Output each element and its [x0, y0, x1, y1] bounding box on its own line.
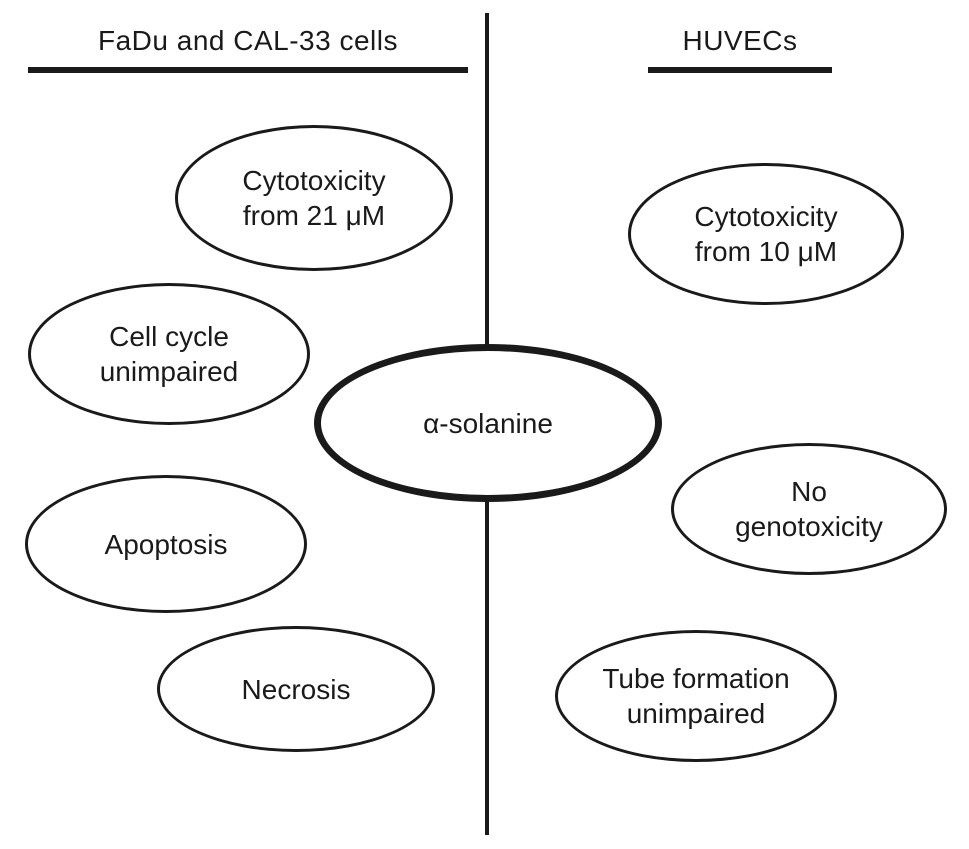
node-cell-cycle-unimpaired: Cell cycle unimpaired — [28, 283, 310, 425]
node-necrosis: Necrosis — [157, 626, 435, 752]
node-alpha-solanine-center: α-solanine — [314, 344, 662, 502]
left-section-header: FaDu and CAL-33 cells — [28, 25, 468, 73]
node-tube-formation-unimpaired: Tube formation unimpaired — [555, 630, 837, 762]
node-cytotoxicity-fadu: Cytotoxicity from 21 μM — [175, 125, 453, 271]
node-no-genotoxicity: No genotoxicity — [671, 443, 947, 575]
node-cytotoxicity-huvec: Cytotoxicity from 10 μM — [628, 163, 904, 305]
node-apoptosis: Apoptosis — [25, 475, 307, 613]
right-section-header: HUVECs — [648, 25, 832, 73]
